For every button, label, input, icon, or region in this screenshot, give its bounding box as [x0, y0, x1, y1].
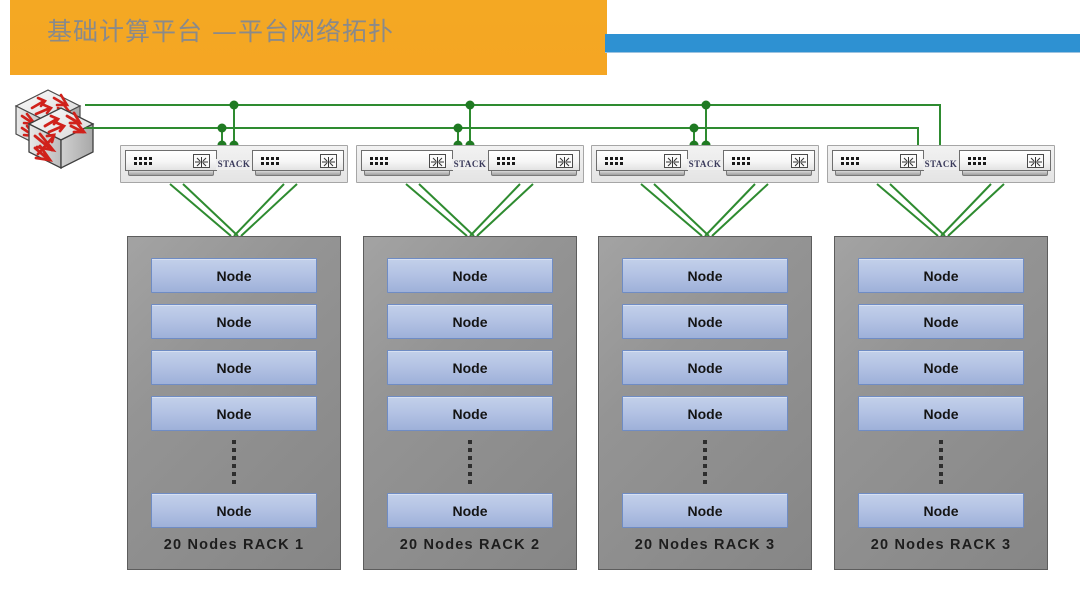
switch-rack-1-b[interactable] [252, 150, 345, 178]
stack-label: STACK [451, 158, 489, 170]
node-box[interactable]: Node [151, 350, 317, 385]
node-box[interactable]: Node [858, 396, 1024, 431]
switch-base [364, 171, 450, 176]
switch-arrows-icon [320, 153, 338, 168]
switch-base [128, 171, 214, 176]
switch-ports-icon [841, 156, 859, 165]
switch-base [962, 171, 1049, 176]
switch-arrows-icon [429, 153, 446, 168]
switch-rack-3-a[interactable] [596, 150, 688, 178]
switch-rack-4-b[interactable] [959, 150, 1052, 178]
switch-shelf-rack-2[interactable]: STACK [356, 145, 584, 183]
switch-base [599, 171, 685, 176]
switch-rack-3-b[interactable] [723, 150, 816, 178]
node-box[interactable]: Node [622, 304, 788, 339]
node-box[interactable]: Node [858, 350, 1024, 385]
node-box[interactable]: Node [151, 493, 317, 528]
switch-shelf-rack-1[interactable]: STACK [120, 145, 348, 183]
node-box[interactable]: Node [622, 493, 788, 528]
node-box[interactable]: Node [622, 396, 788, 431]
switch-rack-4-a[interactable] [832, 150, 924, 178]
node-box[interactable]: Node [151, 304, 317, 339]
node-box[interactable]: Node [858, 258, 1024, 293]
switch-base [835, 171, 921, 176]
nodes-ellipsis [468, 440, 472, 484]
switch-face [596, 150, 688, 171]
switch-face [361, 150, 453, 171]
switch-shelf-rack-4[interactable]: STACK [827, 145, 1055, 183]
rack-label: 20 Nodes RACK 3 [634, 537, 776, 553]
stack-link-rack-4: STACK [922, 158, 960, 170]
node-box[interactable]: Node [387, 304, 553, 339]
node-box[interactable]: Node [387, 493, 553, 528]
node-box[interactable]: Node [151, 396, 317, 431]
rack-label: 20 Nodes RACK 3 [870, 537, 1012, 553]
switch-ports-icon [370, 156, 388, 165]
node-box[interactable]: Node [622, 350, 788, 385]
rack-1[interactable]: Node Node Node Node Node 20 Nodes RACK 1 [127, 236, 341, 570]
switch-shelf-rack-3[interactable]: STACK [591, 145, 819, 183]
switch-face [832, 150, 924, 171]
node-box[interactable]: Node [858, 304, 1024, 339]
page-title: 基础计算平台 —平台网络拓扑 [47, 17, 394, 46]
node-box[interactable]: Node [387, 396, 553, 431]
core-router-icon [2, 84, 112, 172]
rack-3[interactable]: Node Node Node Node Node 20 Nodes RACK 3 [598, 236, 812, 570]
node-box[interactable]: Node [858, 493, 1024, 528]
switch-face [488, 150, 581, 171]
switch-rack-2-a[interactable] [361, 150, 453, 178]
switch-rack-1-a[interactable] [125, 150, 217, 178]
switch-face [252, 150, 345, 171]
switch-ports-icon [968, 156, 987, 165]
rack-label: 20 Nodes RACK 2 [399, 537, 541, 553]
nodes-ellipsis [703, 440, 707, 484]
node-box[interactable]: Node [387, 350, 553, 385]
stack-label: STACK [922, 158, 960, 170]
stack-link-rack-3: STACK [686, 158, 724, 170]
switch-face [959, 150, 1052, 171]
stack-label: STACK [686, 158, 724, 170]
rack-label: 20 Nodes RACK 1 [163, 537, 305, 553]
switch-arrows-icon [556, 153, 574, 168]
switch-base [726, 171, 813, 176]
switch-ports-icon [732, 156, 751, 165]
switch-arrows-icon [900, 153, 917, 168]
switch-ports-icon [134, 156, 152, 165]
title-banner [10, 0, 607, 75]
switch-face [125, 150, 217, 171]
node-box[interactable]: Node [151, 258, 317, 293]
rack-4[interactable]: Node Node Node Node Node 20 Nodes RACK 3 [834, 236, 1048, 570]
switch-base [255, 171, 342, 176]
switch-ports-icon [497, 156, 516, 165]
nodes-ellipsis [939, 440, 943, 484]
nodes-ellipsis [232, 440, 236, 484]
switch-arrows-icon [791, 153, 809, 168]
switch-ports-icon [261, 156, 280, 165]
switch-ports-icon [605, 156, 623, 165]
switch-face [723, 150, 816, 171]
switch-arrows-icon [664, 153, 681, 168]
switch-arrows-icon [1027, 153, 1045, 168]
switch-rack-2-b[interactable] [488, 150, 581, 178]
stack-link-rack-1: STACK [215, 158, 253, 170]
stack-link-rack-2: STACK [451, 158, 489, 170]
switch-arrows-icon [193, 153, 210, 168]
accent-bar [605, 34, 1080, 53]
node-box[interactable]: Node [622, 258, 788, 293]
node-box[interactable]: Node [387, 258, 553, 293]
stack-label: STACK [215, 158, 253, 170]
switch-base [491, 171, 578, 176]
rack-2[interactable]: Node Node Node Node Node 20 Nodes RACK 2 [363, 236, 577, 570]
